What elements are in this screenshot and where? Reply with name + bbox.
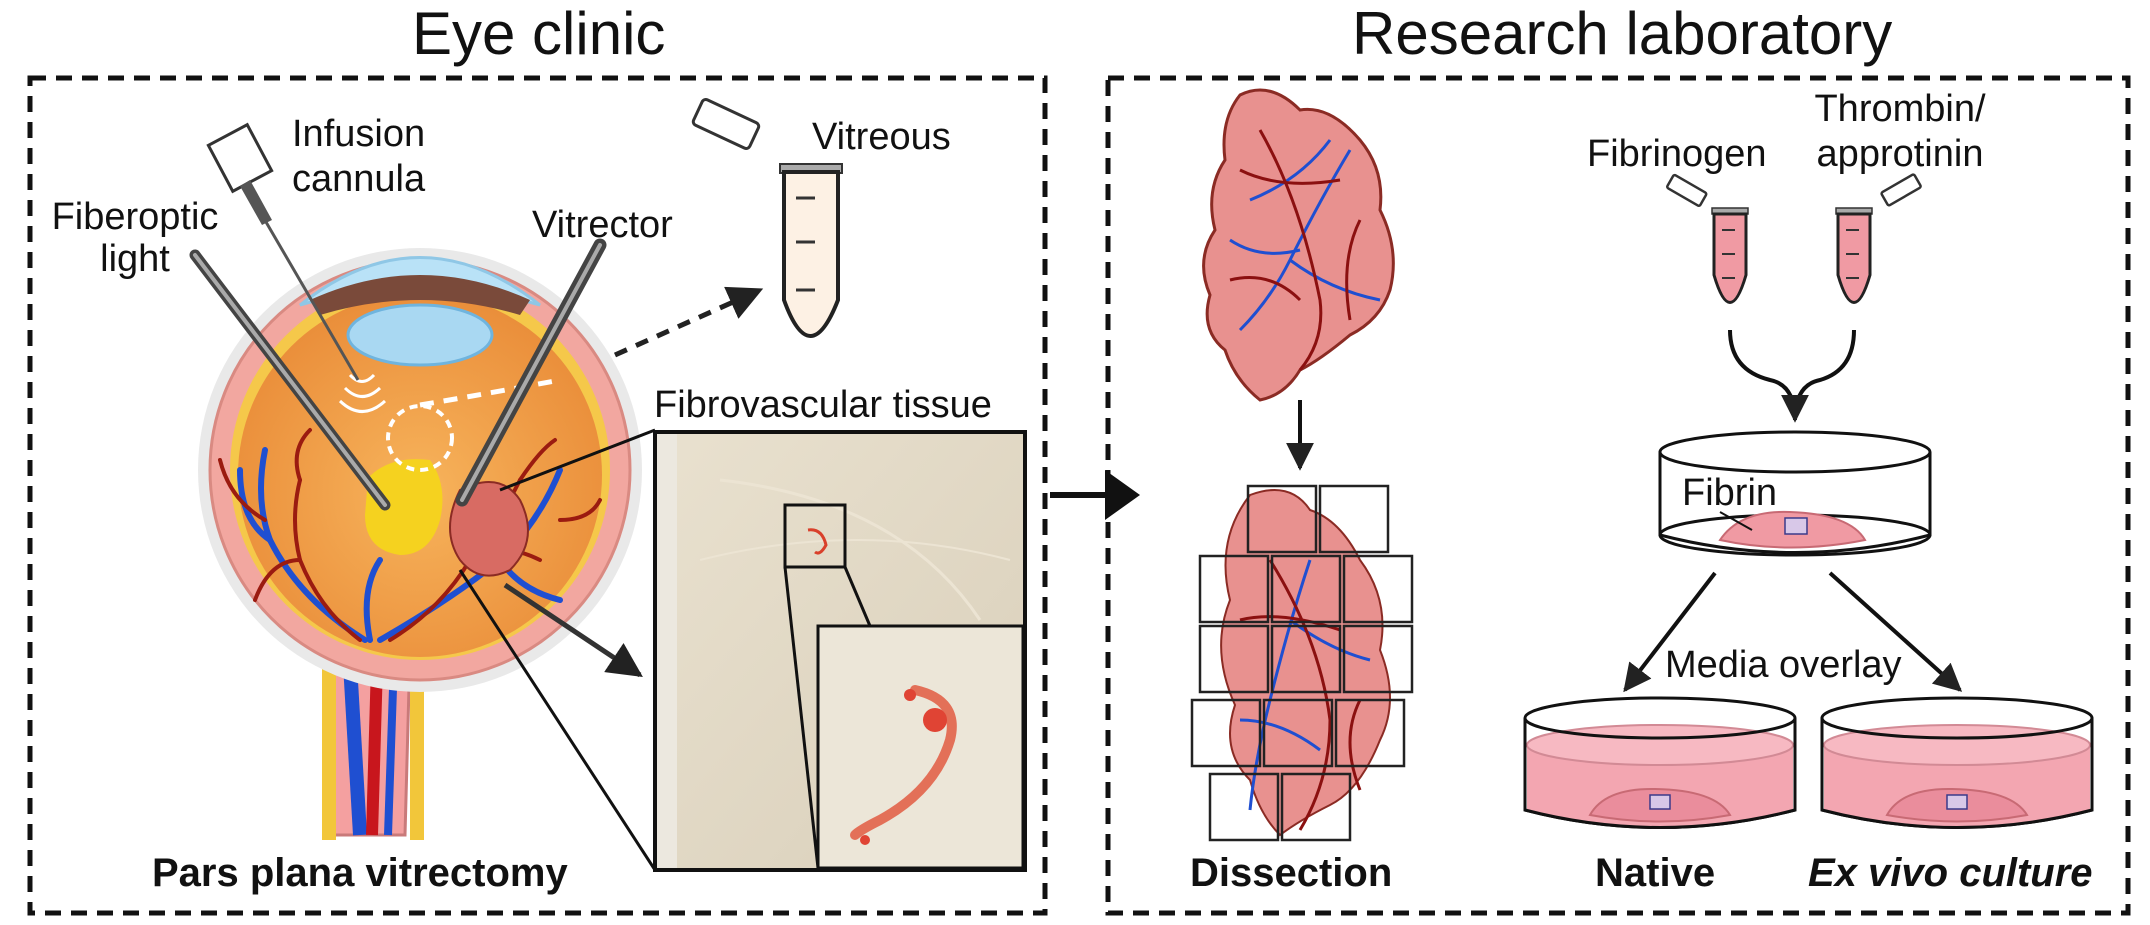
fibrin-label: Fibrin — [1682, 472, 1778, 514]
fibrovascular-tissue-label: Fibrovascular tissue — [654, 384, 992, 426]
panel-transfer-arrow — [1050, 470, 1140, 520]
infusion-cannula — [206, 122, 360, 381]
thrombin-tube — [1835, 173, 1922, 304]
vitreous-label: Vitreous — [812, 116, 951, 158]
whole-tissue — [1202, 88, 1395, 402]
native-arrow — [1623, 571, 1717, 693]
merge-connector — [1728, 329, 1856, 420]
fiberoptic-label-line1: Fiberoptic — [51, 196, 219, 238]
fiberoptic-label-line2: light — [100, 238, 170, 280]
media-overlay-label: Media overlay — [1665, 644, 1902, 686]
ex-vivo-arrow — [1828, 571, 1963, 692]
ex-vivo-culture-caption: Ex vivo culture — [1808, 851, 2093, 895]
eye-clinic-frame — [27, 75, 1048, 916]
infusion-label-line2: cannula — [292, 158, 426, 200]
vitreous-collection-arrow — [613, 286, 764, 358]
eye-illustration — [198, 248, 642, 840]
vitrector-probe — [455, 238, 607, 507]
research-lab-title: Research laboratory — [1352, 0, 1893, 67]
research-lab-frame — [1105, 75, 2131, 916]
vitreous-tube — [691, 98, 843, 338]
tissue-arrow — [503, 582, 643, 678]
dissected-tissue-grid — [1190, 484, 1414, 842]
fibrinogen-tube — [1666, 173, 1749, 304]
thrombin-label-line2: approtinin — [1816, 133, 1984, 175]
fibrinogen-label: Fibrinogen — [1587, 133, 1767, 175]
fiberoptic-light-probe — [189, 249, 391, 511]
fibrovascular-photo — [653, 430, 1027, 872]
zoom-connector-lines — [458, 428, 657, 871]
thrombin-label-line1: Thrombin/ — [1814, 88, 1986, 130]
ex-vivo-dish — [1820, 696, 2094, 829]
dissection-caption: Dissection — [1190, 851, 1393, 895]
native-dish — [1523, 696, 1797, 829]
native-caption: Native — [1595, 851, 1716, 895]
pars-plana-vitrectomy-caption: Pars plana vitrectomy — [152, 851, 568, 895]
infusion-label-line1: Infusion — [292, 113, 426, 155]
eye-clinic-title: Eye clinic — [412, 0, 666, 67]
vitrector-label: Vitrector — [532, 204, 673, 246]
fibrin-dish — [1658, 430, 1932, 557]
